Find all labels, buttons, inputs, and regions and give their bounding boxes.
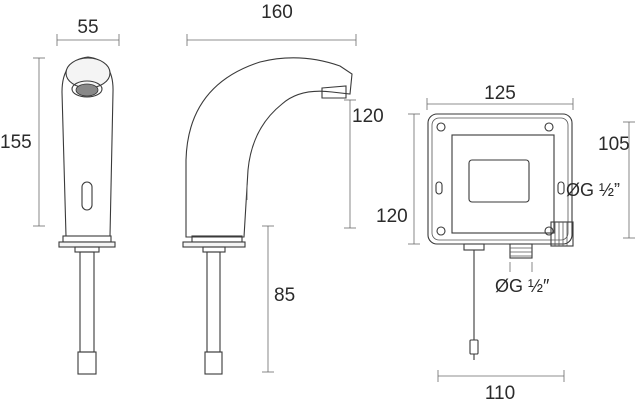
box-right-height-label: 105	[598, 134, 630, 155]
aerator-icon	[75, 83, 99, 97]
side-width-label: 160	[261, 2, 293, 23]
front-height-label: 155	[0, 132, 32, 153]
box-height-label: 120	[376, 206, 408, 227]
thread-bottom-label: ØG ½″	[495, 276, 550, 296]
box-bottom-width-label: 110	[485, 383, 515, 404]
sensor-window-icon	[81, 181, 93, 211]
faucet-side-view: 160 120 85	[182, 2, 384, 375]
front-width-label: 55	[77, 17, 98, 38]
faucet-front-view: 55 155	[0, 17, 120, 375]
display-window-icon	[468, 159, 530, 203]
thread-right-label: ØG ½”	[566, 180, 620, 200]
box-width-label: 125	[484, 83, 516, 104]
side-tail-length-label: 85	[274, 285, 295, 306]
control-box-view: 125 120	[376, 83, 635, 404]
side-spout-height-label: 120	[352, 106, 384, 127]
